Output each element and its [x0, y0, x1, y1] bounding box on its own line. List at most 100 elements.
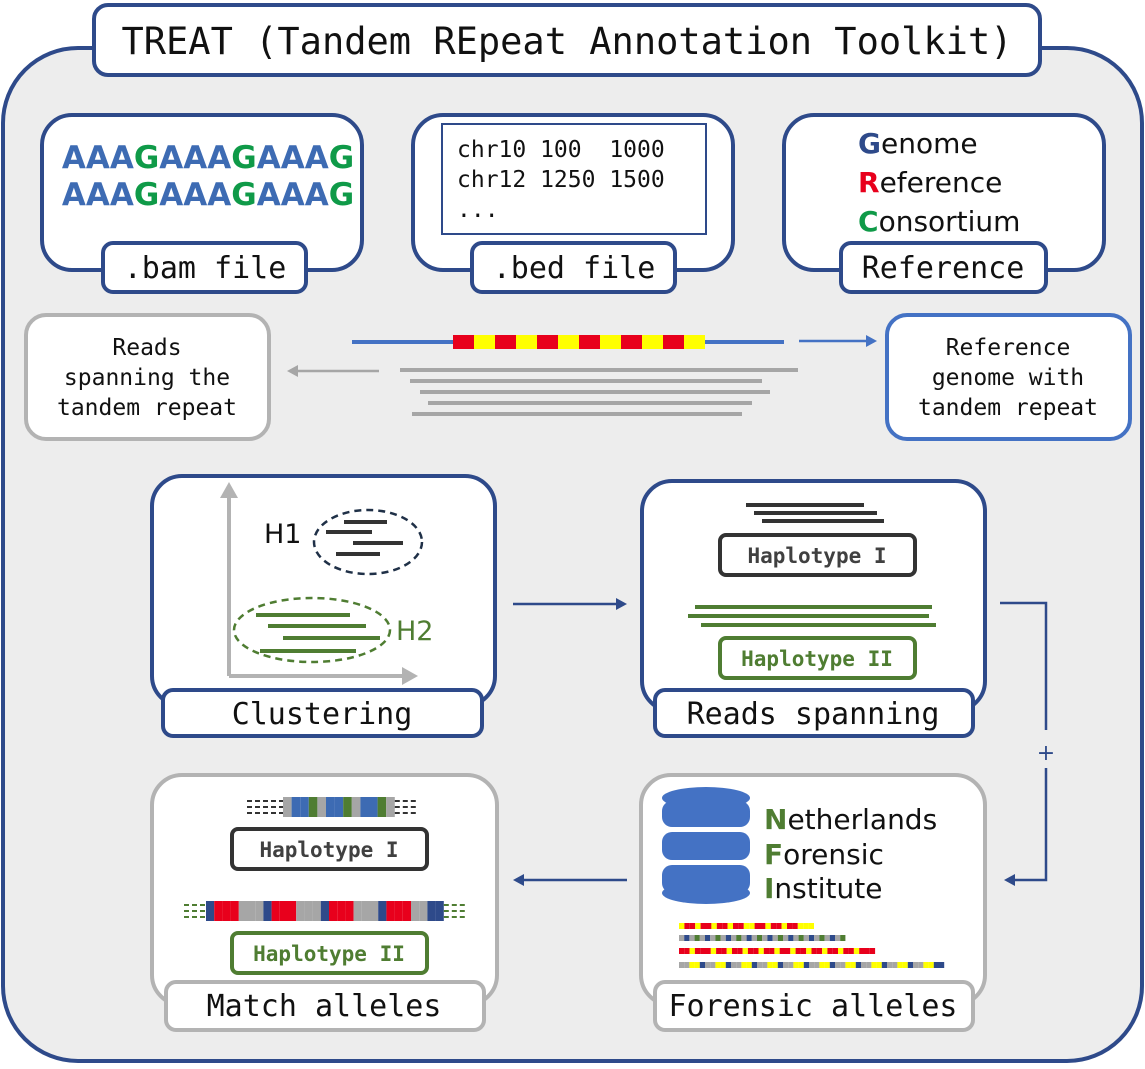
- repeat-unit-block: [558, 335, 579, 349]
- repeat-unit-block: [214, 901, 223, 921]
- repeat-unit-block: [792, 923, 798, 929]
- repeat-unit-block: [746, 962, 752, 968]
- repeat-unit-block: [840, 935, 846, 941]
- repeat-unit-block: [579, 335, 600, 349]
- repeat-unit-block: [378, 901, 387, 921]
- repeat-unit-block: [360, 797, 369, 817]
- repeat-unit-block: [706, 923, 712, 929]
- repeat-unit-block: [765, 923, 771, 929]
- repeat-unit-block: [757, 962, 763, 968]
- repeat-unit-block: [827, 948, 833, 954]
- repeat-unit-block: [304, 901, 313, 921]
- repeat-unit-block: [769, 948, 775, 954]
- repeat-unit-block: [866, 962, 872, 968]
- repeat-unit-block: [795, 948, 801, 954]
- repeat-unit-block: [743, 923, 750, 929]
- repeat-unit-block: [788, 962, 794, 968]
- repeat-unit-block: [838, 948, 844, 954]
- repeat-unit-block: [808, 923, 814, 929]
- repeat-unit-block: [300, 797, 309, 817]
- repeat-unit-block: [721, 948, 727, 954]
- repeat-unit-block: [835, 962, 841, 968]
- repeat-unit-block: [694, 935, 700, 941]
- repeat-unit-block: [824, 935, 830, 941]
- forensic-label: Forensic alleles: [669, 989, 958, 1024]
- title-box: [92, 3, 1042, 77]
- repeat-unit-block: [800, 948, 807, 954]
- repeat-unit-block: [753, 948, 759, 954]
- reads-haplotype-2-label: Haplotype II: [741, 647, 893, 671]
- repeat-unit-block: [876, 962, 882, 968]
- repeat-unit-block: [684, 335, 705, 349]
- repeat-unit-block: [419, 901, 428, 921]
- repeat-unit-block: [716, 948, 722, 954]
- clustering-card: [150, 474, 497, 708]
- forensic-allele-strips: [679, 923, 945, 968]
- repeat-unit-block: [238, 901, 247, 921]
- repeat-unit-block: [495, 335, 516, 349]
- repeat-unit-block: [859, 948, 865, 954]
- repeat-unit-block: [684, 962, 690, 968]
- repeat-unit-block: [918, 962, 924, 968]
- match-haplotype-1-badge: [230, 827, 429, 871]
- repeat-unit-block: [689, 923, 696, 929]
- repeat-unit-block: [716, 923, 723, 929]
- reference-line-reference: Reference: [858, 166, 1002, 199]
- repeat-unit-block: [774, 948, 780, 954]
- repeat-unit-block: [537, 335, 558, 349]
- repeat-unit-block: [516, 335, 537, 349]
- repeat-unit-block: [720, 935, 726, 941]
- page-title: TREAT (Tandem REpeat Annotation Toolkit): [121, 20, 1012, 63]
- arrow-to-reads-box: [287, 365, 379, 377]
- repeat-unit-block: [907, 962, 913, 968]
- repeat-unit-block: [832, 948, 838, 954]
- repeat-unit-block: [785, 948, 791, 954]
- repeat-unit-block: [320, 901, 329, 921]
- repeat-unit-block: [679, 935, 685, 941]
- repeat-unit-block: [402, 901, 411, 921]
- repeat-unit-block: [663, 335, 684, 349]
- repeat-unit-block: [809, 962, 815, 968]
- repeat-unit-block: [892, 962, 898, 968]
- repeat-unit-block: [679, 923, 685, 929]
- repeat-unit-block: [715, 962, 721, 968]
- repeat-unit-block: [263, 901, 272, 921]
- repeat-unit-block: [881, 962, 887, 968]
- repeat-unit-block: [689, 935, 695, 941]
- bam-label: .bam file: [124, 251, 287, 286]
- repeat-unit-block: [777, 962, 783, 968]
- match-label-box: [164, 980, 486, 1032]
- repeat-unit-block: [296, 901, 305, 921]
- repeat-unit-block: [247, 901, 256, 921]
- reads-spanning-label: Reads spanning: [687, 697, 940, 732]
- repeat-unit-block: [763, 948, 770, 954]
- repeat-unit-block: [684, 948, 690, 954]
- repeat-unit-block: [776, 923, 782, 929]
- repeat-unit-block: [762, 962, 768, 968]
- repeat-unit-block: [738, 923, 744, 929]
- repeat-unit-block: [722, 923, 728, 929]
- reference-line-genome: Genome: [858, 127, 978, 160]
- repeat-unit-block: [279, 901, 288, 921]
- repeat-unit-block: [741, 935, 747, 941]
- h2-cluster-ellipse: [232, 596, 392, 664]
- repeat-unit-block: [869, 948, 876, 954]
- repeat-unit-block: [822, 948, 828, 954]
- repeat-unit-block: [427, 901, 436, 921]
- repeat-unit-block: [377, 797, 387, 817]
- repeat-unit-block: [798, 935, 804, 941]
- repeat-unit-block: [370, 901, 379, 921]
- repeat-unit-block: [727, 923, 733, 929]
- nfi-line-netherlands: Netherlands: [764, 803, 937, 836]
- repeat-unit-block: [746, 935, 752, 941]
- repeat-unit-block: [848, 948, 854, 954]
- repeat-unit-block: [255, 901, 264, 921]
- connector-reads-to-forensic: [1000, 601, 1048, 886]
- repeat-unit-block: [317, 797, 326, 817]
- bam-label-box: [101, 241, 308, 294]
- spanning-reads: [400, 368, 798, 416]
- bam-sequence-line-2: AAAGAAAGAAAG: [62, 177, 354, 213]
- repeat-unit-block: [694, 962, 700, 968]
- repeat-unit-block: [767, 935, 773, 941]
